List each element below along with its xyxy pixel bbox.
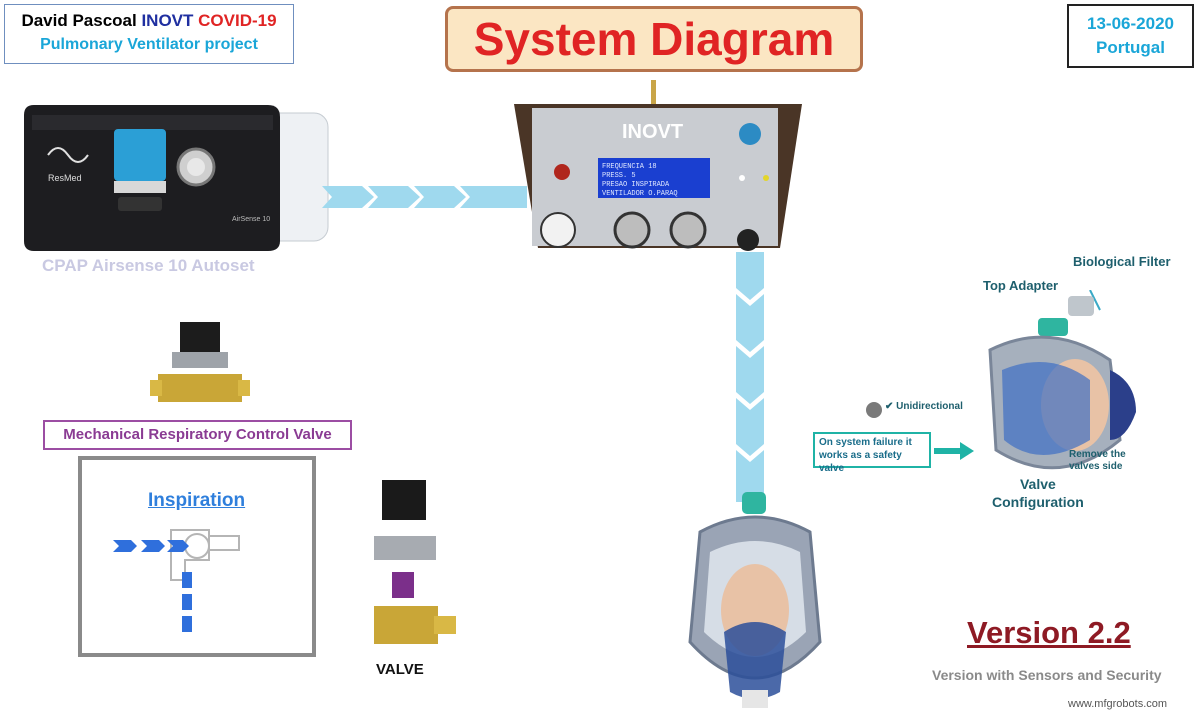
date-box: 13-06-2020 Portugal — [1067, 4, 1194, 68]
version-label: Version 2.2 — [967, 615, 1131, 650]
valve-section-label: Mechanical Respiratory Control Valve — [43, 420, 352, 450]
title-box: System Diagram — [445, 6, 863, 72]
biological-filter-label: Biological Filter — [1073, 254, 1171, 269]
exploded-valve-image — [374, 480, 456, 644]
unidirectional-valve-icon — [866, 402, 882, 418]
inspiration-title: Inspiration — [148, 490, 246, 511]
cpap-brand: ResMed — [48, 173, 82, 183]
cpap-device-image: ResMed AirSense 10 — [24, 105, 329, 251]
top-adapter-label: Top Adapter — [983, 278, 1059, 293]
place-text: Portugal — [1096, 38, 1165, 57]
airflow-arrows-vertical — [736, 252, 764, 502]
valve-configuration-label: Valve Configuration — [992, 476, 1084, 510]
author-name: David Pascoal — [21, 11, 137, 30]
mechanical-valve-image — [150, 322, 250, 402]
controller-unit-image: INOVT FREQUENCIA 18 PRESS. 5 PRESAO INSP… — [514, 80, 802, 251]
safety-note-box: On system failure it works as a safety v… — [813, 432, 931, 474]
watermark: www.mfgrobots.com — [1068, 698, 1168, 710]
lcd-line-4: VENTILADOR O.PARAQ — [602, 190, 678, 198]
controller-logo: INOVT — [622, 121, 683, 143]
project-name: Pulmonary Ventilator project — [40, 36, 258, 53]
safety-note-line-1: On system failure it — [819, 437, 912, 448]
cpap-model: AirSense 10 — [232, 216, 270, 223]
unidirectional-label: ✔ Unidirectional — [885, 401, 963, 412]
org-name: INOVT — [141, 11, 194, 30]
header-box: David Pascoal INOVT COVID-19 Pulmonary V… — [4, 4, 294, 64]
topic-name: COVID-19 — [198, 11, 277, 30]
full-face-mask-image — [688, 492, 822, 708]
lcd-line-1: FREQUENCIA 18 — [602, 163, 657, 171]
page-title: System Diagram — [473, 13, 835, 65]
lcd-line-3: PRESAO INSPIRADA — [602, 181, 670, 189]
date-text: 13-06-2020 — [1087, 14, 1174, 33]
version-subtitle: Version with Sensors and Security — [932, 667, 1162, 683]
lcd-line-2: PRESS. 5 — [602, 172, 636, 180]
mask-configuration-image — [988, 290, 1136, 470]
safety-note-line-2: works as a safety valve — [819, 450, 902, 474]
inspiration-diagram-box — [78, 456, 316, 657]
arrow-to-mask-icon — [934, 442, 974, 460]
valve-caption: VALVE — [376, 661, 424, 678]
remove-valves-label: Remove the valves side — [1069, 449, 1126, 472]
cpap-caption: CPAP Airsense 10 Autoset — [42, 256, 255, 275]
airflow-arrows-horizontal — [322, 186, 527, 208]
header-title: David Pascoal INOVT COVID-19 — [5, 11, 293, 31]
inspiration-flow-diagram — [113, 529, 240, 632]
